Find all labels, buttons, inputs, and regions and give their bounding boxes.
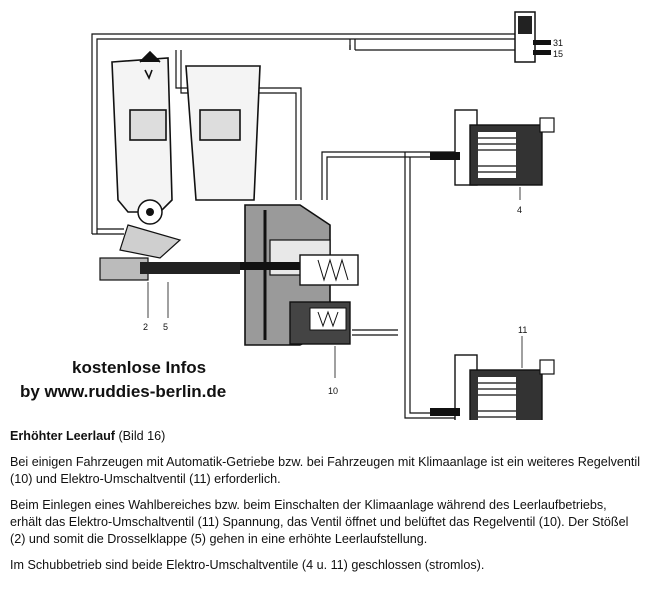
label-10: 10 — [328, 386, 338, 396]
heading-figure-ref: (Bild 16) — [114, 429, 166, 443]
label-11: 11 — [518, 325, 527, 335]
intake-manifold — [111, 50, 261, 213]
paragraph-1: Bei einigen Fahrzeugen mit Automatik-Get… — [10, 455, 641, 486]
electrical-connector: 31 15 — [514, 11, 563, 63]
heading-title: Erhöhter Leerlauf — [10, 429, 115, 443]
section-heading: Erhöhter Leerlauf (Bild 16) — [10, 428, 640, 445]
diaphragm-unit: 10 — [240, 204, 359, 396]
paragraph-3: Im Schubbetrieb sind beide Elektro-Umsch… — [10, 558, 485, 572]
valve-4: 4 — [430, 109, 555, 215]
label-5: 5 — [163, 322, 168, 332]
label-15: 15 — [553, 49, 563, 59]
label-4: 4 — [517, 205, 522, 215]
article-text: Erhöhter Leerlauf (Bild 16) Bei einigen … — [10, 428, 640, 583]
technical-diagram: 31 15 2 5 10 — [91, 11, 563, 420]
label-2: 2 — [143, 322, 148, 332]
watermark-line-1: kostenlose Infos — [72, 358, 207, 377]
watermark-line-2: by www.ruddies-berlin.de — [20, 382, 227, 401]
label-31: 31 — [553, 38, 563, 48]
throttle-pushrod: 2 5 — [99, 199, 240, 332]
paragraph-2: Beim Einlegen eines Wahlbereiches bzw. b… — [10, 498, 629, 546]
valve-11: 11 — [430, 325, 555, 420]
